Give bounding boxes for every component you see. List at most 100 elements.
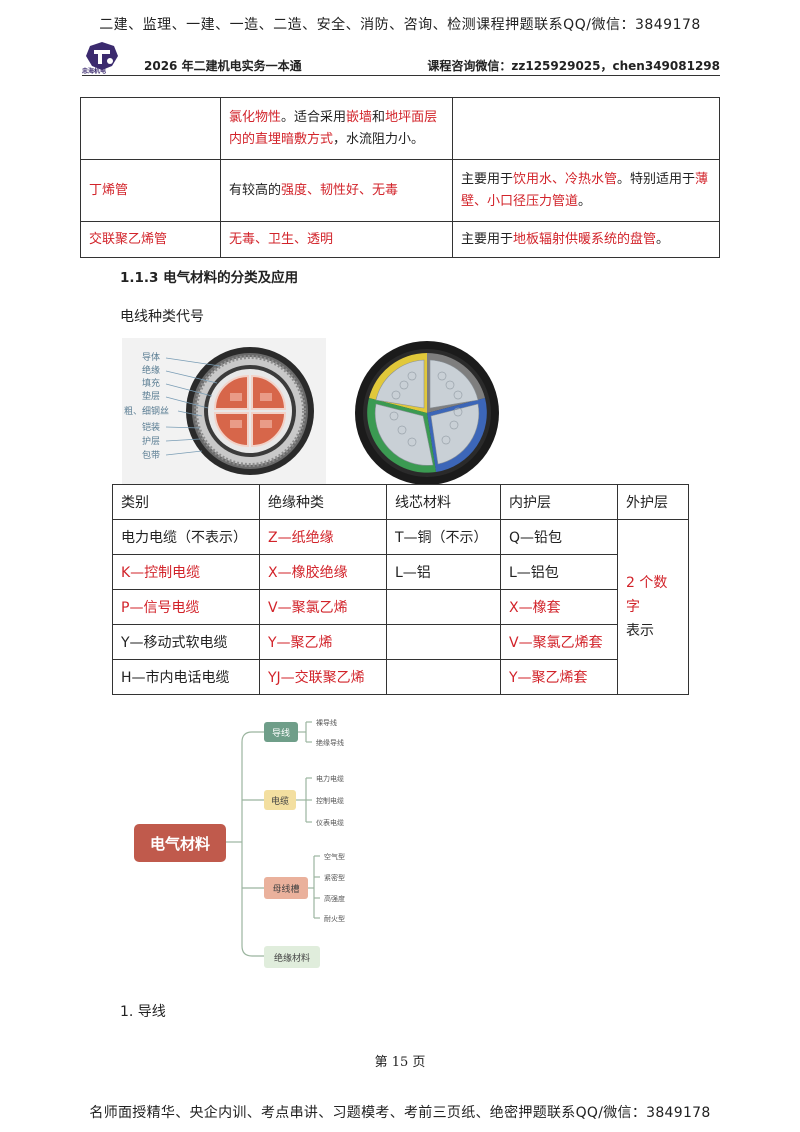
text-run: 无毒、卫生、透明 bbox=[229, 231, 334, 247]
table-row: 丁烯管 有较高的强度、韧性好、无毒 主要用于饮用水、冷热水管。特别适用于薄壁、小… bbox=[80, 159, 720, 222]
table-cell: V—聚氯乙烯 bbox=[259, 589, 387, 625]
mindmap-leaf: 耐火型 bbox=[324, 914, 345, 923]
table-cell bbox=[386, 659, 501, 695]
text-run: 主要用于 bbox=[461, 171, 514, 187]
logo-text: 忠海机电 bbox=[82, 68, 107, 75]
table-cell: H—市内电话电缆 bbox=[112, 659, 260, 695]
table-header-row: 类别 绝缘种类 线芯材料 内护层 外护层 bbox=[112, 484, 689, 520]
pipe-desc-cell: 有较高的强度、韧性好、无毒 bbox=[220, 159, 453, 222]
cable-label: 包带 bbox=[142, 449, 160, 461]
mindmap-leaf: 绝缘导线 bbox=[316, 738, 344, 747]
pipe-desc-cell: 氯化物性。适合采用嵌墙和地坪面层内的直埋暗敷方式，水流阻力小。 bbox=[220, 97, 453, 160]
table-header: 内护层 bbox=[500, 484, 618, 520]
table-row: H—市内电话电缆 YJ—交联聚乙烯 Y—聚乙烯套 bbox=[112, 659, 689, 695]
text-run: 。适合采用 bbox=[281, 109, 347, 125]
table-cell: P—信号电缆 bbox=[112, 589, 260, 625]
table-row: P—信号电缆 V—聚氯乙烯 X—橡套 bbox=[112, 589, 689, 625]
text-run: 和 bbox=[372, 109, 386, 125]
page-header: 忠海机电 2026 年二建机电实务一本通 课程咨询微信：zz125929025，… bbox=[82, 40, 720, 76]
pipe-use-cell bbox=[452, 97, 720, 160]
logo-icon bbox=[86, 42, 118, 70]
text-run: 氯化物性 bbox=[229, 109, 282, 125]
mindmap-node-label: 母线槽 bbox=[272, 883, 299, 895]
table-cell bbox=[386, 624, 501, 660]
page-number: 第 15 页 bbox=[374, 1055, 426, 1070]
text-run: 地坪面层内的直埋暗敷方式 bbox=[229, 109, 438, 147]
text-run: 饮用水、冷热水管 bbox=[513, 171, 618, 187]
cable-code-table: 类别 绝缘种类 线芯材料 内护层 外护层 电力电缆（不表示） Z—纸绝缘 T—铜… bbox=[112, 484, 689, 695]
table-cell: T—铜（不示） bbox=[386, 519, 501, 555]
mindmap-node-busway bbox=[264, 877, 308, 899]
pipe-name-cell bbox=[80, 97, 221, 160]
text-run: 薄壁、小口径压力管道 bbox=[461, 171, 709, 209]
table-cell: Y—移动式软电缆 bbox=[112, 624, 260, 660]
top-banner: 二建、监理、一建、一造、二造、安全、消防、咨询、检测课程押题联系QQ/微信：38… bbox=[99, 17, 701, 33]
cable-label: 垫层 bbox=[142, 390, 160, 402]
text-run: 。特别适用于 bbox=[617, 171, 696, 187]
pipe-name-cell: 丁烯管 bbox=[80, 159, 221, 222]
mind-map-diagram: 电气材料 导线 裸导线 绝缘导线 电缆 电力电缆 控制电缆 仪表电缆 母线槽 空… bbox=[134, 718, 345, 968]
mindmap-root-label: 电气材料 bbox=[150, 835, 210, 853]
table-cell: L—铝包 bbox=[500, 554, 618, 590]
mindmap-node-label: 电缆 bbox=[271, 795, 289, 807]
table-cell: 电力电缆（不表示） bbox=[112, 519, 260, 555]
mindmap-node-conductor bbox=[264, 722, 298, 742]
cable-label: 填充 bbox=[142, 377, 160, 389]
table-row: 氯化物性。适合采用嵌墙和地坪面层内的直埋暗敷方式，水流阻力小。 bbox=[80, 97, 720, 160]
table-cell: X—橡胶绝缘 bbox=[259, 554, 387, 590]
cable-photo bbox=[355, 341, 499, 485]
text-run: 嵌墙 bbox=[346, 109, 373, 125]
table-row: Y—移动式软电缆 Y—聚乙烯 V—聚氯乙烯套 bbox=[112, 624, 689, 660]
mindmap-leaf: 电力电缆 bbox=[316, 774, 344, 783]
table-cell: Y—聚乙烯套 bbox=[500, 659, 618, 695]
pipe-desc-cell: 无毒、卫生、透明 bbox=[220, 221, 453, 258]
table-row: K—控制电缆 X—橡胶绝缘 L—铝 L—铝包 bbox=[112, 554, 689, 590]
table-row: 交联聚乙烯管 无毒、卫生、透明 主要用于地板辐射供暖系统的盘管。 bbox=[80, 221, 720, 258]
header-contact: 课程咨询微信：zz125929025，chen349081298 bbox=[427, 59, 720, 73]
table-cell: Z—纸绝缘 bbox=[259, 519, 387, 555]
table-header: 类别 bbox=[112, 484, 260, 520]
cable-label: 导体 bbox=[142, 351, 160, 363]
mindmap-node-label: 导线 bbox=[272, 727, 290, 739]
table-cell: Y—聚乙烯 bbox=[259, 624, 387, 660]
table-cell: L—铝 bbox=[386, 554, 501, 590]
subtitle: 电线种类代号 bbox=[120, 309, 204, 325]
mindmap-leaf: 仪表电缆 bbox=[316, 818, 344, 827]
table-header: 外护层 bbox=[617, 484, 689, 520]
table-cell bbox=[386, 589, 501, 625]
section-title: 1.1.3 电气材料的分类及应用 bbox=[120, 270, 299, 286]
outer-sheath-note: 表示 bbox=[626, 623, 654, 639]
mindmap-node-label: 绝缘材料 bbox=[274, 952, 310, 964]
mindmap-leaf: 控制电缆 bbox=[316, 796, 344, 805]
mindmap-node-insulation bbox=[264, 946, 320, 968]
text-run: 强度、韧性好、无毒 bbox=[281, 182, 399, 198]
cable-label: 粗、细钢丝 bbox=[124, 405, 169, 417]
header-title: 2026 年二建机电实务一本通 bbox=[144, 59, 302, 73]
pipe-use-cell: 主要用于地板辐射供暖系统的盘管。 bbox=[452, 221, 720, 258]
mindmap-leaf: 高强度 bbox=[324, 894, 345, 903]
pipe-material-table: 氯化物性。适合采用嵌墙和地坪面层内的直埋暗敷方式，水流阻力小。 丁烯管 有较高的… bbox=[80, 97, 720, 258]
mindmap-root-node bbox=[134, 824, 226, 862]
cable-label: 绝缘 bbox=[142, 364, 160, 376]
cable-label: 护层 bbox=[142, 435, 160, 447]
text-run: 主要用于 bbox=[461, 231, 514, 247]
mindmap-node-cable bbox=[264, 790, 296, 810]
text-run: 。 bbox=[656, 231, 670, 247]
table-cell: X—橡套 bbox=[500, 589, 618, 625]
text-run: 。 bbox=[578, 193, 592, 209]
mindmap-leaf: 裸导线 bbox=[316, 718, 337, 727]
cable-cross-section-diagram: 导体 绝缘 填充 垫层 粗、细钢丝 铠装 护层 包带 bbox=[122, 338, 326, 484]
table-cell: V—聚氯乙烯套 bbox=[500, 624, 618, 660]
outer-sheath-code: 2 个数字 bbox=[626, 575, 668, 615]
table-row: 电力电缆（不表示） Z—纸绝缘 T—铜（不示） Q—铅包 2 个数字 表示 bbox=[112, 519, 689, 695]
mindmap-leaf: 紧密型 bbox=[324, 873, 345, 882]
outer-sheath-cell: 2 个数字 表示 bbox=[617, 519, 689, 695]
table-cell: K—控制电缆 bbox=[112, 554, 260, 590]
text-run: ，水流阻力小。 bbox=[333, 131, 425, 147]
text-run: 有较高的 bbox=[229, 182, 282, 198]
table-cell: YJ—交联聚乙烯 bbox=[259, 659, 387, 695]
pipe-use-cell: 主要用于饮用水、冷热水管。特别适用于薄壁、小口径压力管道。 bbox=[452, 159, 720, 222]
table-header: 线芯材料 bbox=[386, 484, 501, 520]
table-cell: Q—铅包 bbox=[500, 519, 618, 555]
pipe-name-cell: 交联聚乙烯管 bbox=[80, 221, 221, 258]
